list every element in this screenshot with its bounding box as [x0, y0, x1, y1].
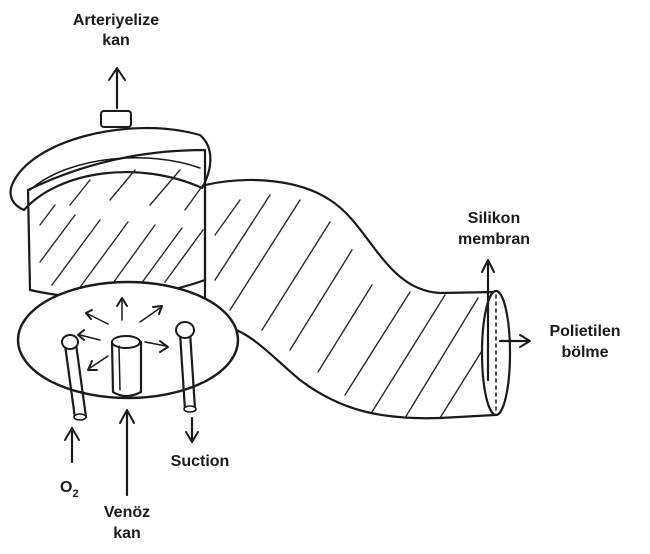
label-suction: Suction	[171, 453, 230, 470]
label-oxygen-main: O	[60, 479, 72, 496]
outlet-port	[101, 111, 131, 127]
label-oxygen: O2	[60, 479, 79, 500]
suction-arrow	[186, 418, 198, 442]
label-polyethylene-line1: Polietilen	[549, 323, 620, 340]
drum-lid	[11, 128, 211, 210]
label-silicone-membrane-line2: membran	[458, 231, 530, 248]
drum-hatching	[40, 170, 203, 290]
label-polyethylene-line2: bölme	[561, 344, 608, 361]
membrane-tube	[205, 180, 510, 418]
arterialized-blood-arrow	[109, 68, 125, 108]
label-venous-blood-line1: Venöz	[104, 504, 150, 521]
label-arterialized-blood-line1: Arteriyelize	[73, 12, 159, 29]
oxygen-arrow	[65, 428, 79, 462]
label-arterialized-blood-line2: kan	[102, 32, 130, 49]
label-oxygen-subscript: 2	[72, 488, 78, 500]
tube-hatching	[215, 195, 495, 418]
label-venous-blood-line2: kan	[113, 525, 141, 542]
venous-blood-arrow	[120, 410, 134, 495]
label-silicone-membrane-line1: Silikon	[468, 210, 520, 227]
